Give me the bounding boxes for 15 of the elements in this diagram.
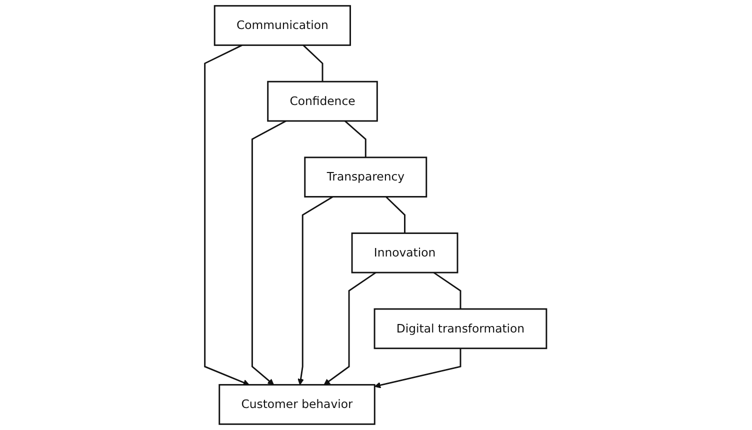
arrow xyxy=(324,272,377,386)
node-box: Communication xyxy=(214,5,352,46)
arrow xyxy=(204,44,250,386)
node-box: Confidence xyxy=(267,80,378,122)
arrow xyxy=(298,196,334,386)
node-box: Innovation xyxy=(352,232,459,274)
node-box: Transparency xyxy=(304,156,428,198)
connector xyxy=(386,196,406,234)
arrow xyxy=(374,348,462,388)
connector xyxy=(344,120,367,158)
arrow xyxy=(252,120,287,386)
connector xyxy=(303,44,324,82)
connector xyxy=(434,272,462,309)
node-box: Digital transformation xyxy=(374,308,548,350)
node-box: Customer behavior xyxy=(219,384,376,425)
